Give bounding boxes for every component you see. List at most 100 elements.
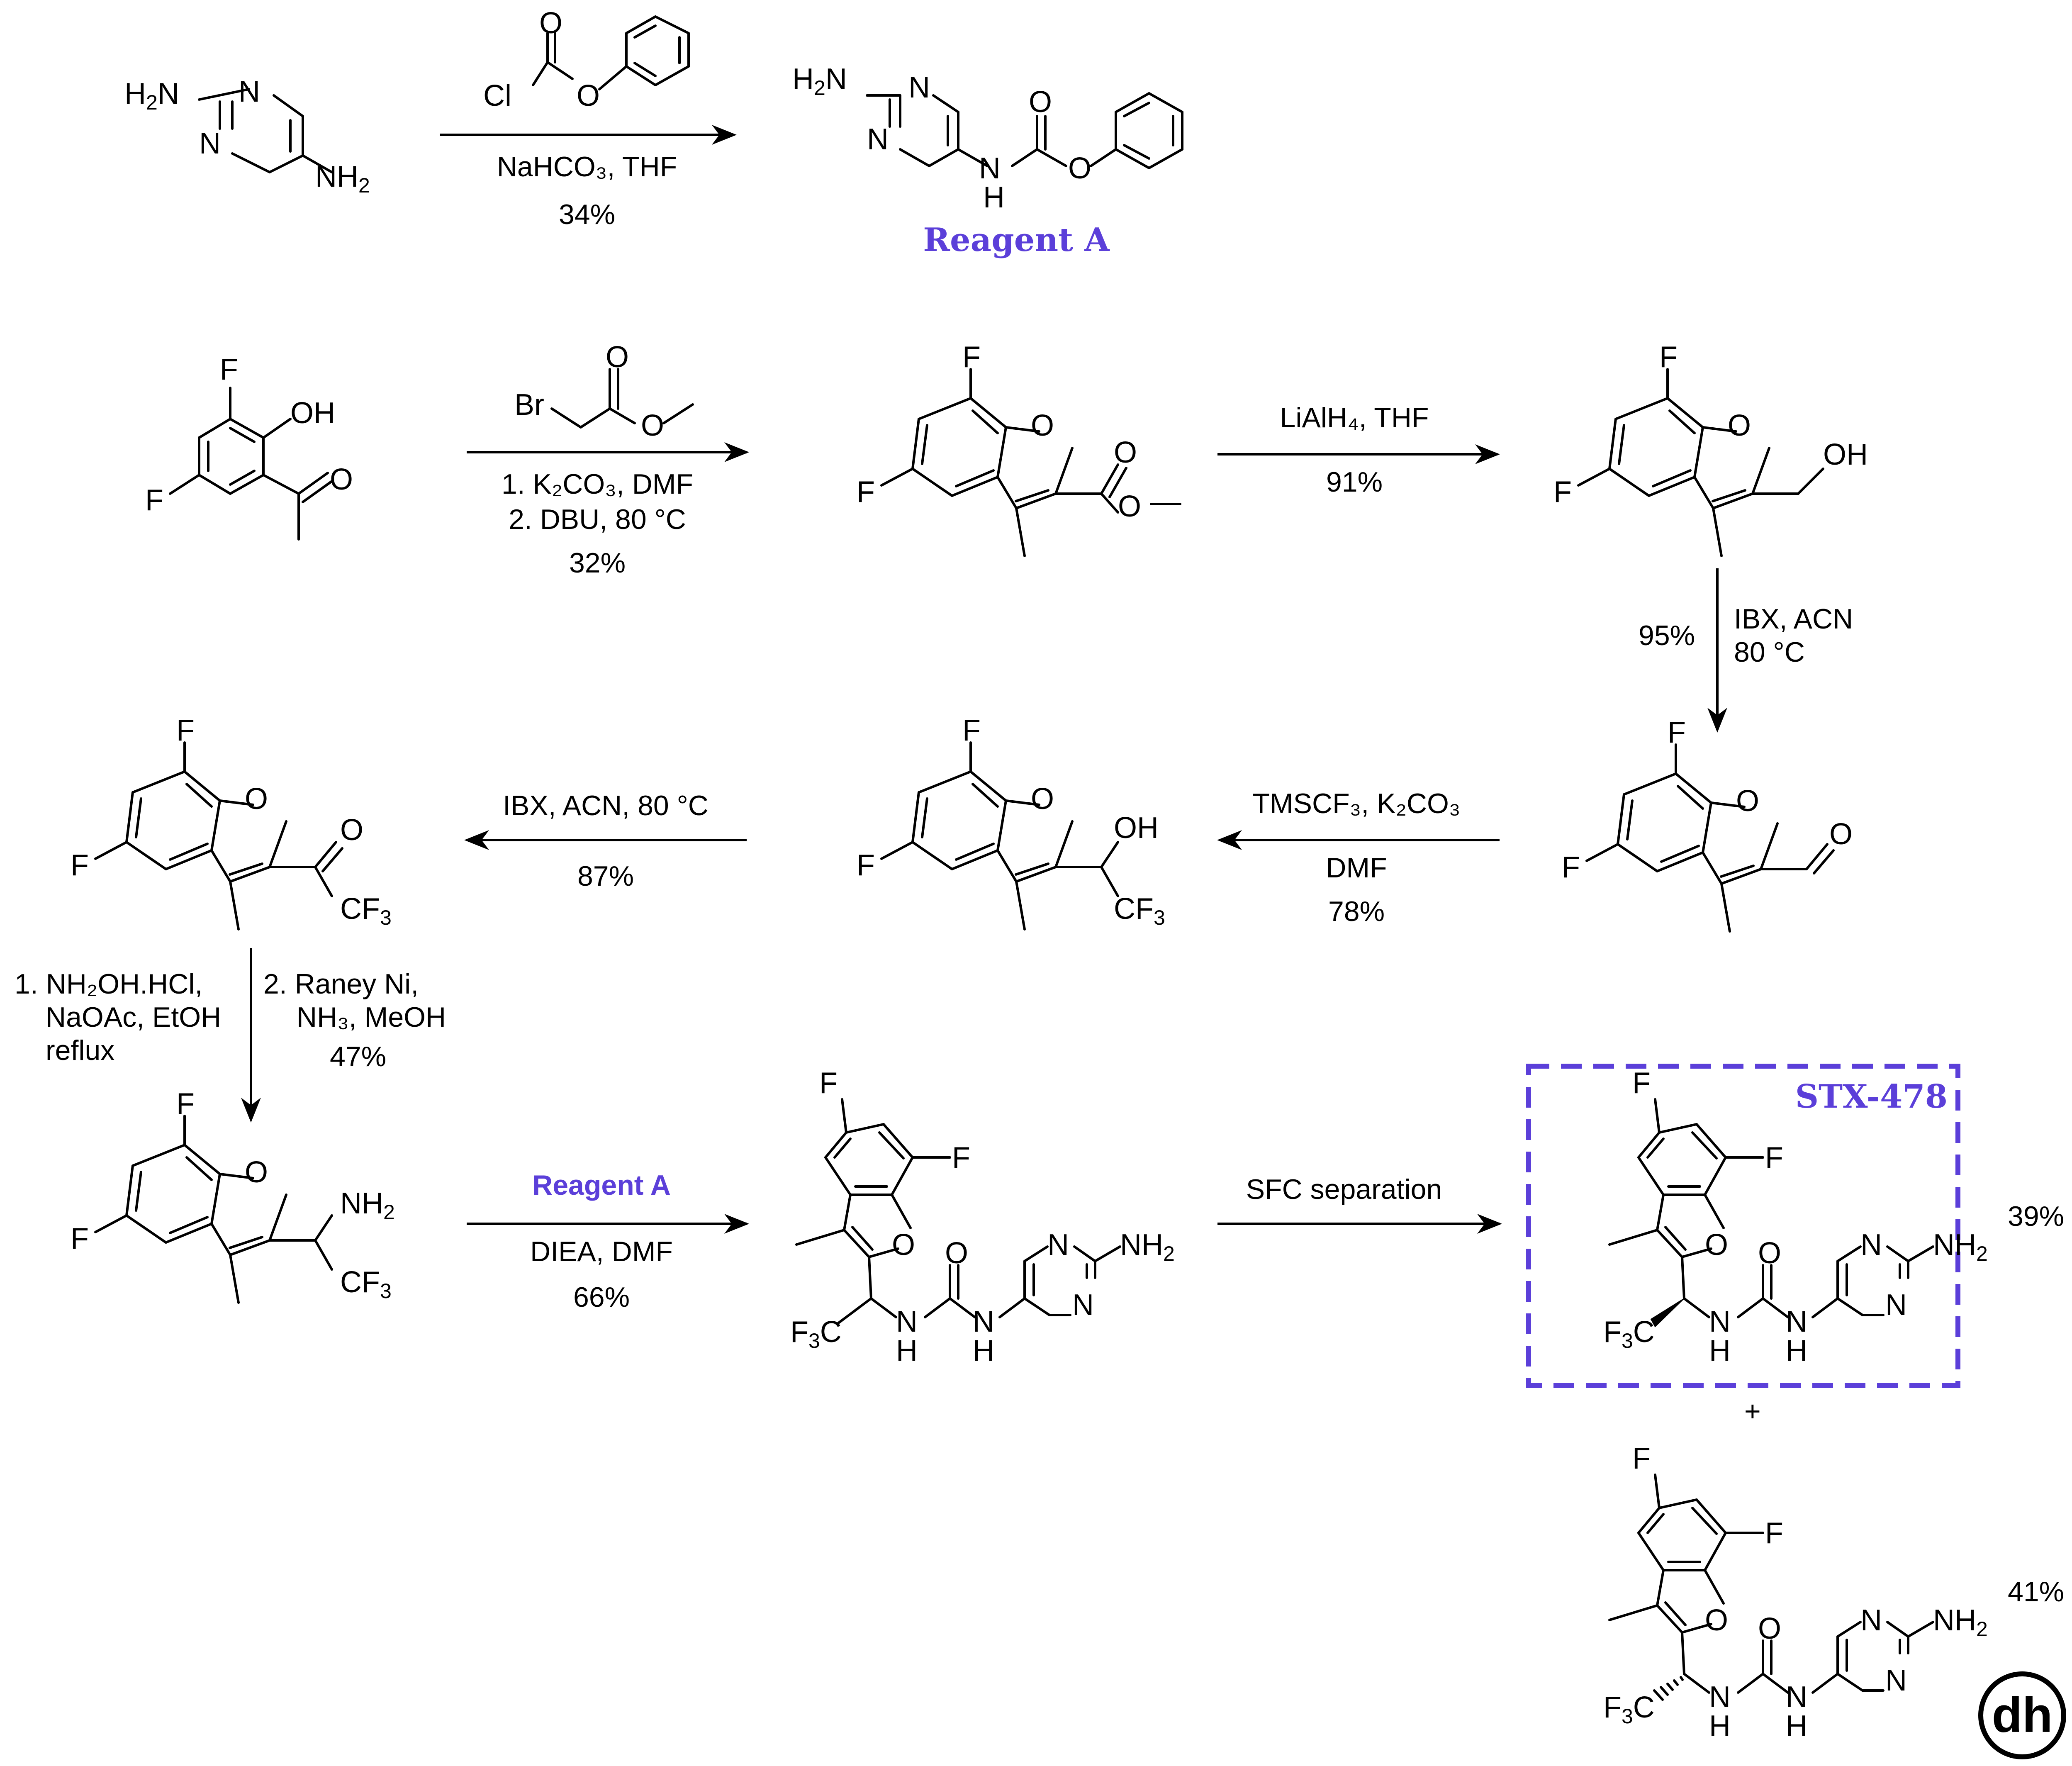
ring-n-label: N (1885, 1664, 1907, 1697)
amine-label: NH2 (340, 1187, 395, 1224)
step3-yield: 91% (1326, 466, 1383, 498)
fluorine-label: F (1765, 1517, 1783, 1550)
ring-n-label: N (1047, 1228, 1069, 1262)
urea-n-label: N (1709, 1681, 1731, 1714)
furan-o-label: O (1736, 784, 1759, 818)
trifluoromethyl-label: CF3 (340, 892, 392, 929)
wedge-bond (1650, 1298, 1685, 1328)
hydroxyl-label: OH (1114, 811, 1159, 845)
ring-n-label: N (1860, 1604, 1882, 1637)
ketone-o-label: O (340, 814, 363, 847)
fluorine-label: F (145, 484, 163, 517)
carbonyl-o-label: O (606, 341, 629, 374)
step7-yield: 47% (330, 1041, 386, 1072)
step7-conditions-3: reflux (46, 1035, 114, 1066)
urea-n-label: N (1786, 1305, 1807, 1338)
ring-n-label: N (908, 71, 930, 104)
chlorine-label: Cl (483, 79, 511, 112)
step2-conditions-2: 2. DBU, 80 °C (509, 504, 686, 535)
amine-label: NH2 (1120, 1228, 1175, 1265)
step8-yield: 66% (573, 1281, 630, 1313)
fluorine-label: F (857, 475, 875, 509)
racemic-urea-product: F F O F3C N H O N H N N NH2 (790, 1067, 1175, 1367)
fluorine-label: F (1632, 1442, 1651, 1475)
fluorine-label: F (1659, 341, 1678, 374)
ring-n-label: N (199, 127, 221, 160)
ring-n-label: N (1072, 1289, 1094, 1322)
ring-n-label: N (1860, 1228, 1882, 1262)
step8-conditions: DIEA, DMF (530, 1236, 673, 1267)
ester-o-label: O (577, 79, 600, 112)
ring-n-label: N (1885, 1289, 1907, 1322)
benzofuran-aldehyde: O F F O (1562, 716, 1853, 931)
fluorine-label: F (1562, 851, 1580, 884)
fluorine-label: F (857, 849, 875, 882)
aldehyde-o-label: O (1829, 818, 1853, 851)
step7-conditions-5: NH₃, MeOH (297, 1001, 446, 1033)
furan-o-label: O (1031, 782, 1054, 816)
fluorine-label: F (71, 1222, 89, 1255)
fluorine-label: F (220, 353, 238, 386)
fluorine-label: F (962, 341, 981, 374)
furan-o-label: O (1705, 1228, 1728, 1262)
step2-yield: 32% (569, 547, 626, 579)
fluorine-label: F (71, 849, 89, 882)
fluorine-label: F (1765, 1141, 1783, 1174)
urea-o-label: O (1758, 1237, 1781, 1270)
ester-o-label: O (1068, 152, 1091, 185)
step7-conditions-2: NaOAc, EtOH (46, 1001, 221, 1033)
furan-o-label: O (1031, 409, 1054, 442)
step5-conditions-2: DMF (1326, 852, 1387, 884)
urea-h-label: H (896, 1334, 918, 1367)
amine-label: H2N (792, 63, 847, 100)
step1-conditions: NaHCO₃, THF (497, 151, 677, 183)
urea-h-label: H (1786, 1710, 1807, 1743)
urea-n-label: N (1709, 1305, 1731, 1338)
urea-n-label: N (1786, 1681, 1807, 1714)
furan-o-label: O (1728, 409, 1751, 442)
stx-478-label: STX-478 (1795, 1078, 1948, 1116)
urea-h-label: H (973, 1334, 994, 1367)
methyl-bromoacetate: Br O O (514, 341, 694, 442)
step6-yield: 87% (577, 860, 634, 892)
fluorine-label: F (1668, 716, 1686, 749)
trifluoromethyl-label: CF3 (340, 1266, 392, 1303)
stx-478-highlight-box (1526, 1064, 1960, 1388)
urea-h-label: H (1709, 1710, 1731, 1743)
step8-reagent: Reagent A (532, 1169, 671, 1201)
ketone-o-label: O (330, 463, 353, 496)
furan-o-label: O (892, 1228, 915, 1262)
enantiomer-structure: F F O F3C N H O N H N N NH2 (1603, 1442, 1988, 1743)
difluoro-hydroxyacetophenone: F OH F O (145, 353, 353, 541)
amine-label: H2N (124, 77, 179, 114)
step9-conditions: SFC separation (1246, 1174, 1442, 1205)
fluorine-label: F (176, 1087, 195, 1120)
hydroxyl-label: OH (1823, 438, 1868, 471)
urea-o-label: O (1758, 1612, 1781, 1645)
logo-text: dh (1992, 1687, 2053, 1743)
stx-478-yield: 39% (2008, 1201, 2064, 1232)
ester-o-label: O (1118, 490, 1141, 523)
step3-conditions: LiAlH₄, THF (1280, 402, 1429, 434)
hydroxyl-label: OH (290, 397, 335, 430)
benzofuran-trifluoroketone: O F F O CF3 (71, 714, 392, 929)
furan-o-label: O (245, 1156, 268, 1189)
carbonyl-o-label: O (539, 7, 562, 40)
amine-label: NH2 (315, 160, 370, 197)
trifluoromethyl-label: CF3 (1114, 892, 1165, 929)
plus-sign: + (1744, 1396, 1761, 1427)
carbonyl-o-label: O (1029, 85, 1052, 119)
fluorine-label: F (962, 714, 981, 747)
ring-n-label: N (239, 75, 260, 108)
furan-o-label: O (1705, 1604, 1728, 1637)
step1-yield: 34% (559, 199, 615, 230)
step2-conditions-1: 1. K₂CO₃, DMF (502, 468, 693, 500)
diaminopyrimidine: H2N N N NH2 (124, 75, 370, 197)
carbamate-h-label: H (983, 181, 1005, 214)
step7-conditions-1: 1. NH₂OH.HCl, (15, 968, 202, 1000)
carbonyl-o-label: O (1114, 436, 1137, 469)
fluorine-label: F (176, 714, 195, 747)
step6-conditions: IBX, ACN, 80 °C (503, 790, 709, 821)
urea-h-label: H (1786, 1334, 1807, 1367)
